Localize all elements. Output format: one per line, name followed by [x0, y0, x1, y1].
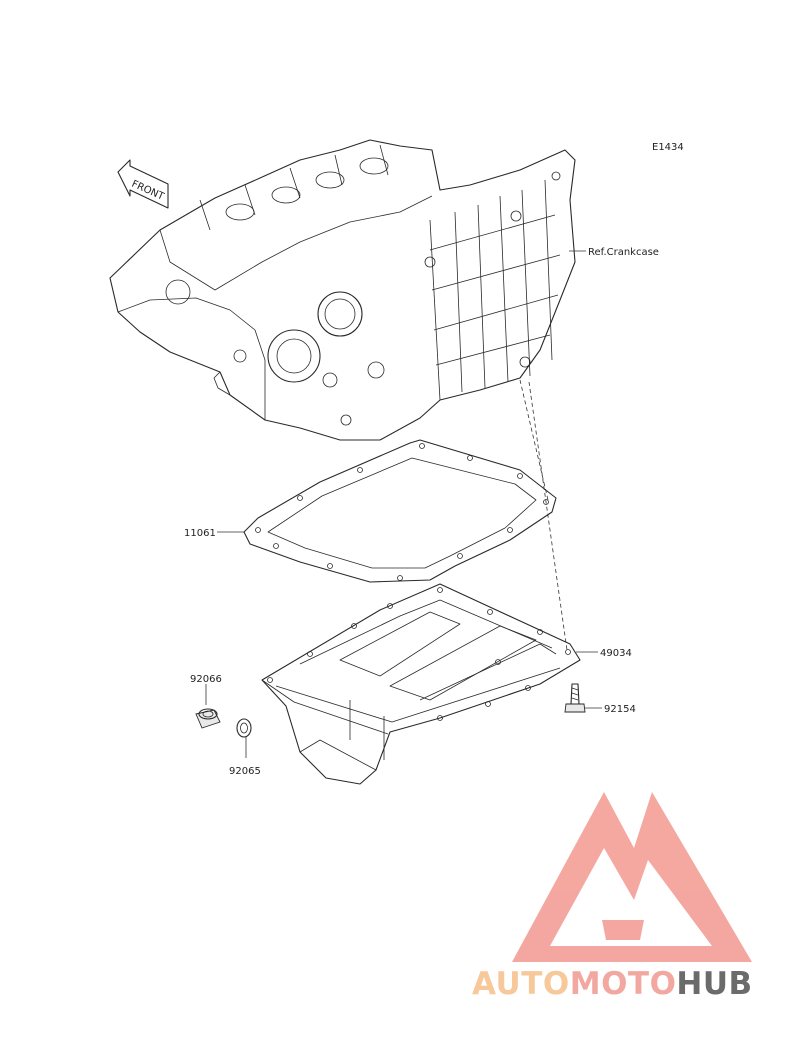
oil-pan-drawing: [261, 583, 581, 785]
watermark-triangle-icon: [512, 792, 752, 962]
part-label-drain-plug: 92066: [190, 674, 222, 685]
ref-crankcase-label: Ref.Crankcase: [588, 247, 659, 258]
bolt-drawing: [564, 683, 586, 713]
front-label: FRONT: [130, 179, 166, 203]
part-label-washer: 92065: [229, 766, 261, 777]
drain-plug-drawing: [195, 708, 221, 729]
gasket-drawing: [243, 439, 557, 583]
watermark-moto: MOTO: [570, 966, 677, 1002]
part-label-gasket: 11061: [184, 528, 216, 539]
watermark-logo: [512, 792, 752, 962]
diagram-code: E1434: [652, 142, 684, 153]
watermark-text: AUTOMOTOHUB: [472, 966, 753, 1002]
crankcase-drawing: [109, 139, 576, 441]
part-label-oil-pan: 49034: [600, 648, 632, 659]
watermark-auto: AUTO: [472, 966, 570, 1002]
watermark-hub: HUB: [676, 966, 752, 1002]
part-label-bolt: 92154: [604, 704, 636, 715]
washer-drawing: [236, 718, 252, 738]
front-arrow: FRONT: [117, 159, 169, 209]
